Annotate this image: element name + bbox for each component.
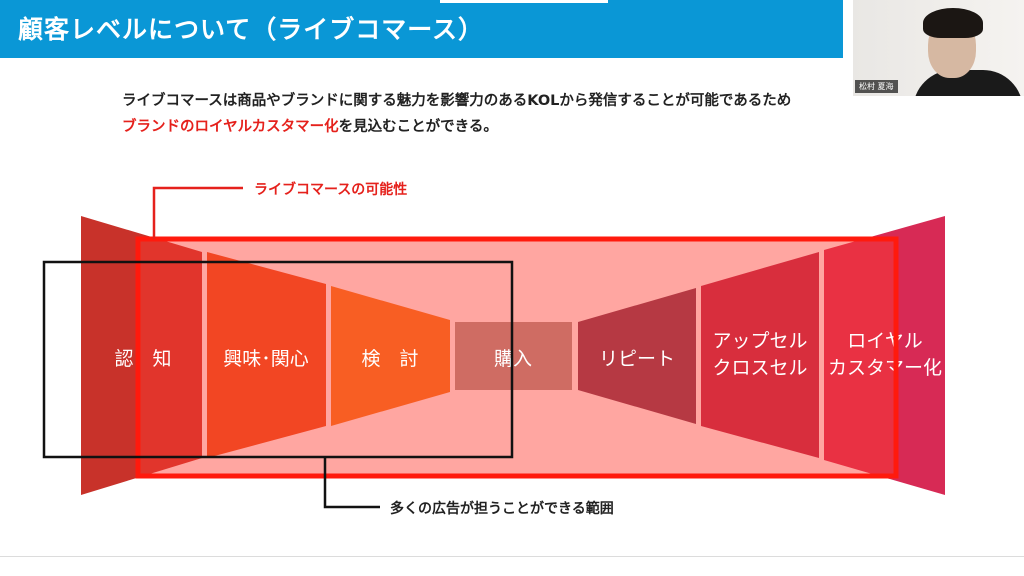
stage-loyal-shape [824, 216, 945, 495]
header-bar: 顧客レベルについて（ライブコマース） [0, 0, 843, 58]
stage-awareness-shape [81, 216, 202, 495]
stage-repeat-label: リピート [599, 349, 675, 370]
intro-text: ライブコマースは商品やブランドに関する魅力を影響力のあるKOLから発信することが… [122, 88, 791, 140]
advertising-range-border [42, 260, 514, 459]
page-title: 顧客レベルについて（ライブコマース） [18, 15, 485, 44]
top-callout-connector [152, 186, 243, 239]
header-accent-line [440, 0, 608, 3]
stage-consideration-label: 検 討 [361, 348, 418, 370]
participant-hair [923, 8, 983, 38]
stage-repeat-shape [578, 288, 696, 424]
intro-line-2-rest: を見込むことができる。 [338, 119, 498, 135]
intro-line-1: ライブコマースは商品やブランドに関する魅力を影響力のあるKOLから発信することが… [122, 93, 792, 109]
live-commerce-range-border [135, 236, 899, 479]
stage-purchase-shape [455, 322, 572, 390]
stage-consideration-shape [331, 286, 450, 426]
stage-interest-label: 興味･関心 [223, 348, 309, 370]
live-commerce-overlay [138, 239, 896, 476]
stage-loyal-label-2: カスタマー化 [828, 357, 942, 379]
slide-bottom-divider [0, 556, 1024, 557]
stage-upsell-label-2: クロスセル [712, 357, 807, 379]
bottom-callout-text: 多くの広告が担うことができる範囲 [390, 500, 614, 517]
stage-awareness-label: 認 知 [114, 348, 171, 370]
stage-upsell-shape [701, 252, 819, 458]
bottom-callout-connector [323, 457, 380, 509]
participant-name-label: 松村 夏海 [855, 80, 898, 93]
stage-loyal-label-1: ロイヤル [847, 331, 922, 352]
stage-interest-shape [207, 252, 326, 458]
intro-line-2: ブランドのロイヤルカスタマー化を見込むことができる。 [122, 114, 791, 140]
top-callout-text: ライブコマースの可能性 [254, 181, 407, 198]
stage-upsell-label-1: アップセル [712, 330, 807, 352]
intro-highlight: ブランドのロイヤルカスタマー化 [122, 119, 339, 135]
